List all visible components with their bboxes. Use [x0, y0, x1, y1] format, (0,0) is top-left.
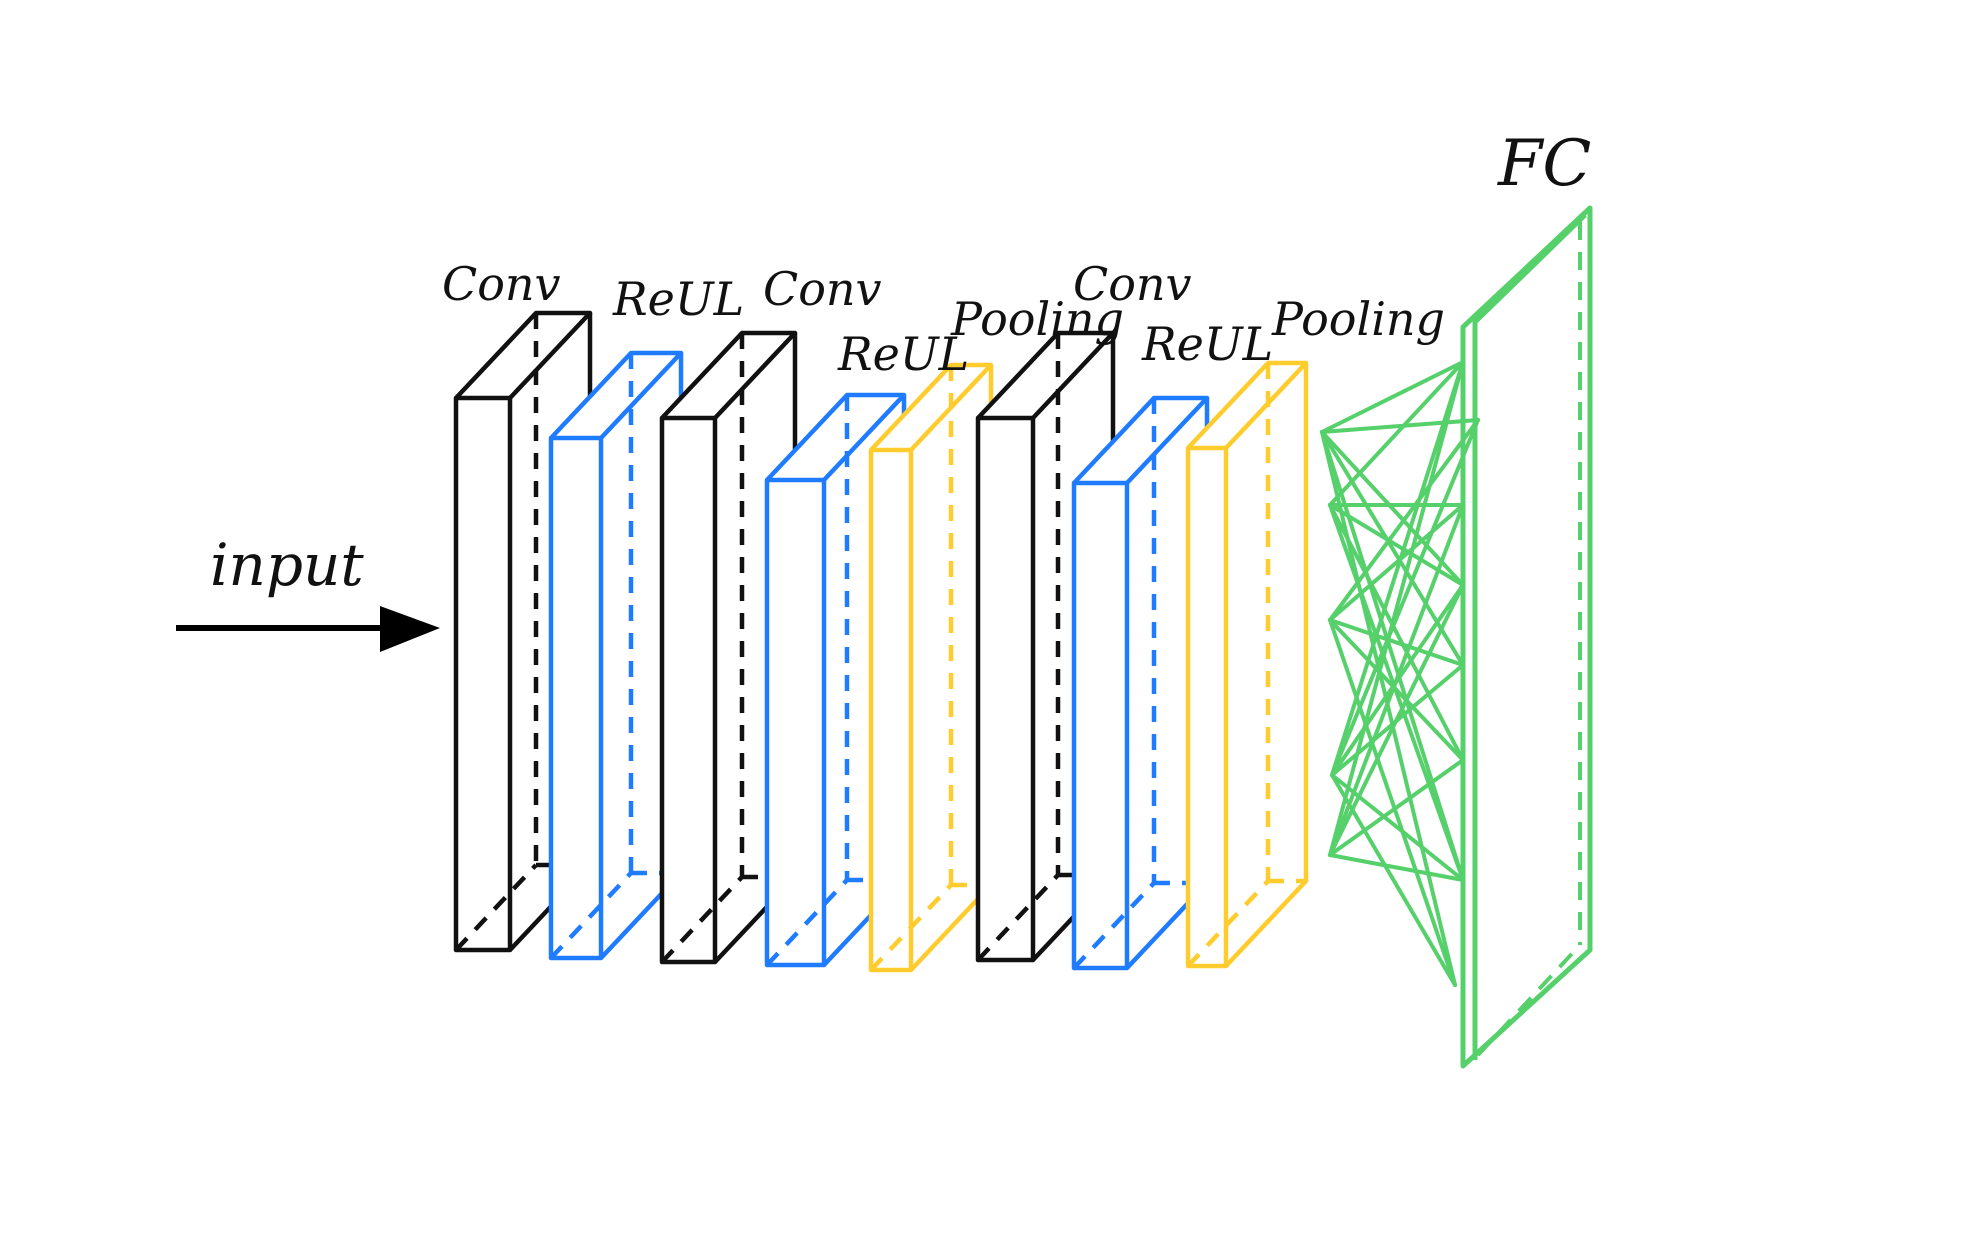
layer-block-pool [1185, 360, 1309, 969]
front-face [975, 415, 1036, 963]
fc-connection [1320, 360, 1465, 434]
fc-connection [1320, 430, 1457, 987]
fc-connection [1328, 503, 1465, 762]
top-face [454, 310, 593, 400]
fc-plane-inner [1472, 213, 1587, 1060]
top-face [1072, 395, 1210, 485]
fc-connection [1328, 503, 1465, 857]
fc-connection [1330, 418, 1480, 777]
hidden-edge [1072, 881, 1156, 970]
hidden-edge [454, 863, 538, 952]
fc-label: FC [1497, 127, 1591, 201]
layer-label-conv: Conv [763, 262, 882, 316]
top-face [660, 330, 798, 420]
fc-connection [1320, 430, 1465, 667]
layer-block-pool [868, 362, 994, 973]
fc-connection [1328, 853, 1465, 882]
top-face [1186, 360, 1309, 450]
hidden-edge [660, 875, 744, 964]
fc-connection [1328, 758, 1465, 857]
layer-label-relu: ReUL [612, 272, 744, 326]
fc-connection [1328, 503, 1465, 622]
hidden-edge [765, 878, 849, 967]
layer-blocks [453, 310, 1309, 973]
top-face [549, 350, 684, 440]
fc-plane-outer [1460, 205, 1593, 1069]
top-face [976, 330, 1116, 420]
layer-label-conv: Conv [1073, 257, 1192, 311]
fc-connection [1330, 360, 1465, 777]
input-arrow [176, 606, 440, 652]
fc-connection [1328, 618, 1465, 667]
fc-connection [1328, 360, 1465, 857]
front-face [1071, 480, 1130, 971]
fc-connection [1328, 583, 1465, 857]
layer-block-relu [548, 350, 684, 961]
fc-connection [1328, 418, 1480, 622]
front-face [1185, 445, 1229, 969]
input-arrow-head [380, 606, 440, 652]
input-label: input [210, 531, 364, 599]
layer-label-relu: ReUL [837, 327, 969, 381]
front-face [548, 435, 604, 961]
hidden-edge [976, 873, 1060, 962]
fc-connections [1320, 360, 1480, 987]
fc-connection [1320, 430, 1465, 587]
layer-fill [1074, 398, 1207, 968]
side-face [1224, 363, 1309, 968]
layer-fill [551, 353, 681, 958]
front-face [453, 395, 513, 953]
fc-connection [1320, 418, 1480, 434]
layer-label-conv: Conv [442, 257, 561, 311]
layer-fill [871, 365, 991, 970]
layer-fill [662, 333, 795, 962]
top-face [765, 392, 907, 482]
front-face [868, 447, 914, 973]
fc-connection [1328, 503, 1465, 587]
layer-fill [1188, 363, 1306, 966]
fc-connection [1328, 618, 1465, 762]
hidden-edge [549, 871, 633, 960]
layer-label-pool: Pooling [1271, 292, 1445, 346]
layer-label-pool: Pooling [950, 292, 1124, 346]
top-face [869, 362, 994, 452]
front-face [659, 415, 718, 965]
fc-connection [1328, 618, 1457, 987]
fc-connection [1328, 360, 1465, 507]
fc-hidden-edge [1476, 943, 1582, 1057]
layer-label-relu: ReUL [1141, 317, 1273, 371]
fc-layer [1460, 205, 1593, 1069]
front-face [764, 477, 827, 968]
